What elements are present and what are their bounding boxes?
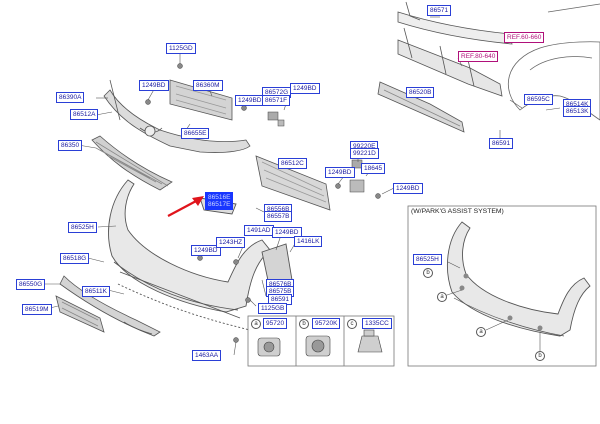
callout-b: b [423,268,433,278]
parking-assist-inset [407,205,597,367]
legend-marker-c: c [347,319,357,329]
reference-link[interactable]: REF.80-640 [458,51,499,62]
part-label-1249bd[interactable]: 1249BD [139,80,169,91]
red-arrow [167,196,204,217]
part-label-86571f[interactable]: 86571F [262,95,291,106]
reference-link[interactable]: REF.60-660 [504,32,545,43]
part-label-18645[interactable]: 18645 [361,163,386,174]
part-label-86525h[interactable]: 86525H [68,222,97,233]
part-label-95720k[interactable]: 95720K [312,318,341,329]
part-label-86390a[interactable]: 86390A [56,92,85,103]
part-label-86557b[interactable]: 86557B [264,211,293,222]
callout-a: a [476,327,486,337]
callout-a: a [437,292,447,302]
part-label-86525h[interactable]: 86525H [413,254,442,265]
part-label-86550g[interactable]: 86550G [16,279,46,290]
part-label-1125gb[interactable]: 1125GB [258,303,288,314]
part-label-1249bd[interactable]: 1249BD [272,227,302,238]
legend-panel [247,315,395,367]
part-label-86519m[interactable]: 86519M [22,304,52,315]
part-label-1249bd[interactable]: 1249BD [393,183,423,194]
part-label-86511k[interactable]: 86511K [82,286,110,297]
part-label-1335cc[interactable]: 1335CC [362,318,392,329]
legend-marker-a: a [251,319,261,329]
part-label-86350[interactable]: 86350 [58,140,83,151]
part-label-86595c[interactable]: 86595C [524,94,553,105]
part-label-86591[interactable]: 86591 [489,138,514,149]
part-label-1249bd[interactable]: 1249BD [191,245,221,256]
part-label-1416lk[interactable]: 1416LK [294,236,323,247]
part-label-1463aa[interactable]: 1463AA [192,350,222,361]
highlighted-part-label[interactable]: 86517E [205,199,234,210]
part-label-86520b[interactable]: 86520B [406,87,435,98]
part-label-86571[interactable]: 86571 [427,5,452,16]
bumper-reinforcement [377,1,513,133]
part-label-1249bd[interactable]: 1249BD [290,83,320,94]
part-label-99221d[interactable]: 99221D [350,148,379,159]
part-label-1249bd[interactable]: 1249BD [235,95,265,106]
part-label-1125gd[interactable]: 1125GD [166,43,196,54]
grille-assembly [91,79,331,211]
inset-title: (W/PARK'G ASSIST SYSTEM) [411,208,504,215]
part-label-86512c[interactable]: 86512C [278,158,307,169]
part-label-86655e[interactable]: 86655E [181,128,210,139]
part-label-95720[interactable]: 95720 [263,318,288,329]
part-label-86512a[interactable]: 86512A [70,109,99,120]
part-label-1249bd[interactable]: 1249BD [325,167,355,178]
part-label-1243hz[interactable]: 1243HZ [216,237,246,248]
part-label-86513k[interactable]: 86513K [563,106,592,117]
part-label-86518g[interactable]: 86518G [60,253,90,264]
callout-b: b [535,351,545,361]
legend-marker-b: b [299,319,309,329]
part-label-1491ad[interactable]: 1491AD [244,225,274,236]
part-label-86360m[interactable]: 86360M [193,80,223,91]
